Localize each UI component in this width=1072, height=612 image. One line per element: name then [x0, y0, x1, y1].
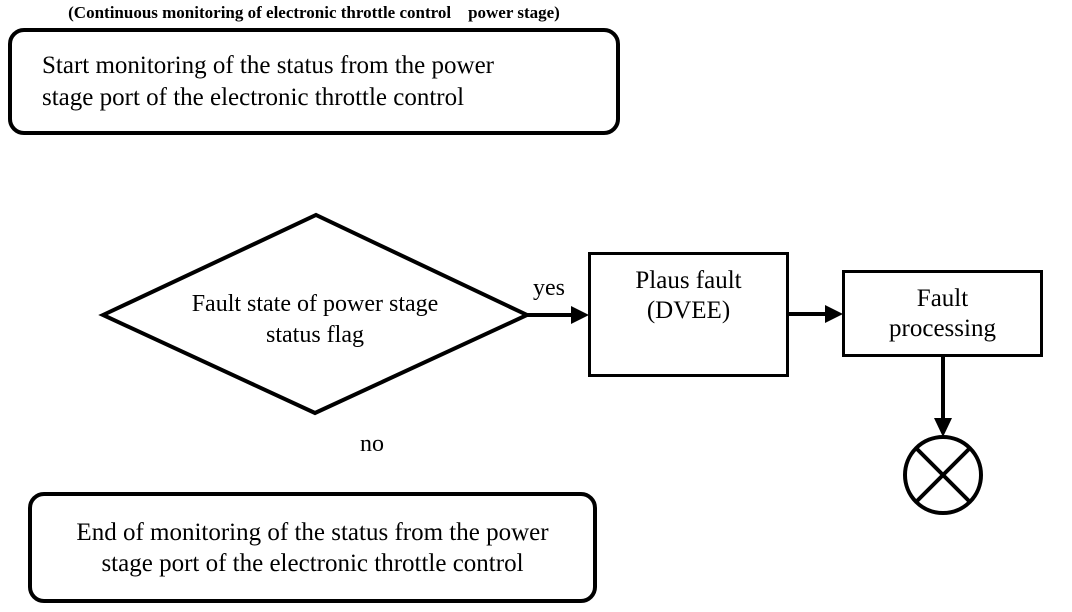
fault-to-terminator-arrowhead-icon — [934, 418, 952, 437]
start-node-line-1: Start monitoring of the status from the … — [42, 52, 495, 79]
plaus-to-fault-arrowhead-icon — [825, 305, 843, 323]
plaus-fault-line-2: (DVEE) — [646, 297, 731, 324]
fault-processing-line-2: processing — [889, 314, 996, 342]
start-node: Start monitoring of the status from the … — [8, 28, 620, 135]
end-node-line-1: End of monitoring of the status from the… — [76, 518, 549, 546]
plaus-fault-node: Plaus fault (DVEE) — [588, 252, 789, 377]
end-node: End of monitoring of the status from the… — [28, 492, 597, 603]
plaus-fault-line-1: Plaus fault — [635, 267, 742, 294]
no-edge-label: no — [360, 431, 384, 457]
decision-line-1: Fault state of power stage — [191, 291, 439, 317]
fault-processing-node: Fault processing — [842, 270, 1043, 357]
decision-line-2: status flag — [266, 322, 364, 348]
yes-arrowhead-icon — [571, 306, 589, 324]
end-node-line-2: stage port of the electronic throttle co… — [101, 549, 524, 577]
decision-node-label: Fault state of power stage status flag — [115, 289, 515, 351]
yes-edge-label: yes — [533, 275, 565, 301]
diagram-caption: (Continuous monitoring of electronic thr… — [68, 3, 560, 22]
start-node-line-2: stage port of the electronic throttle co… — [42, 84, 465, 111]
terminator-x-stroke-2 — [914, 446, 972, 504]
fault-processing-line-1: Fault — [916, 284, 969, 312]
